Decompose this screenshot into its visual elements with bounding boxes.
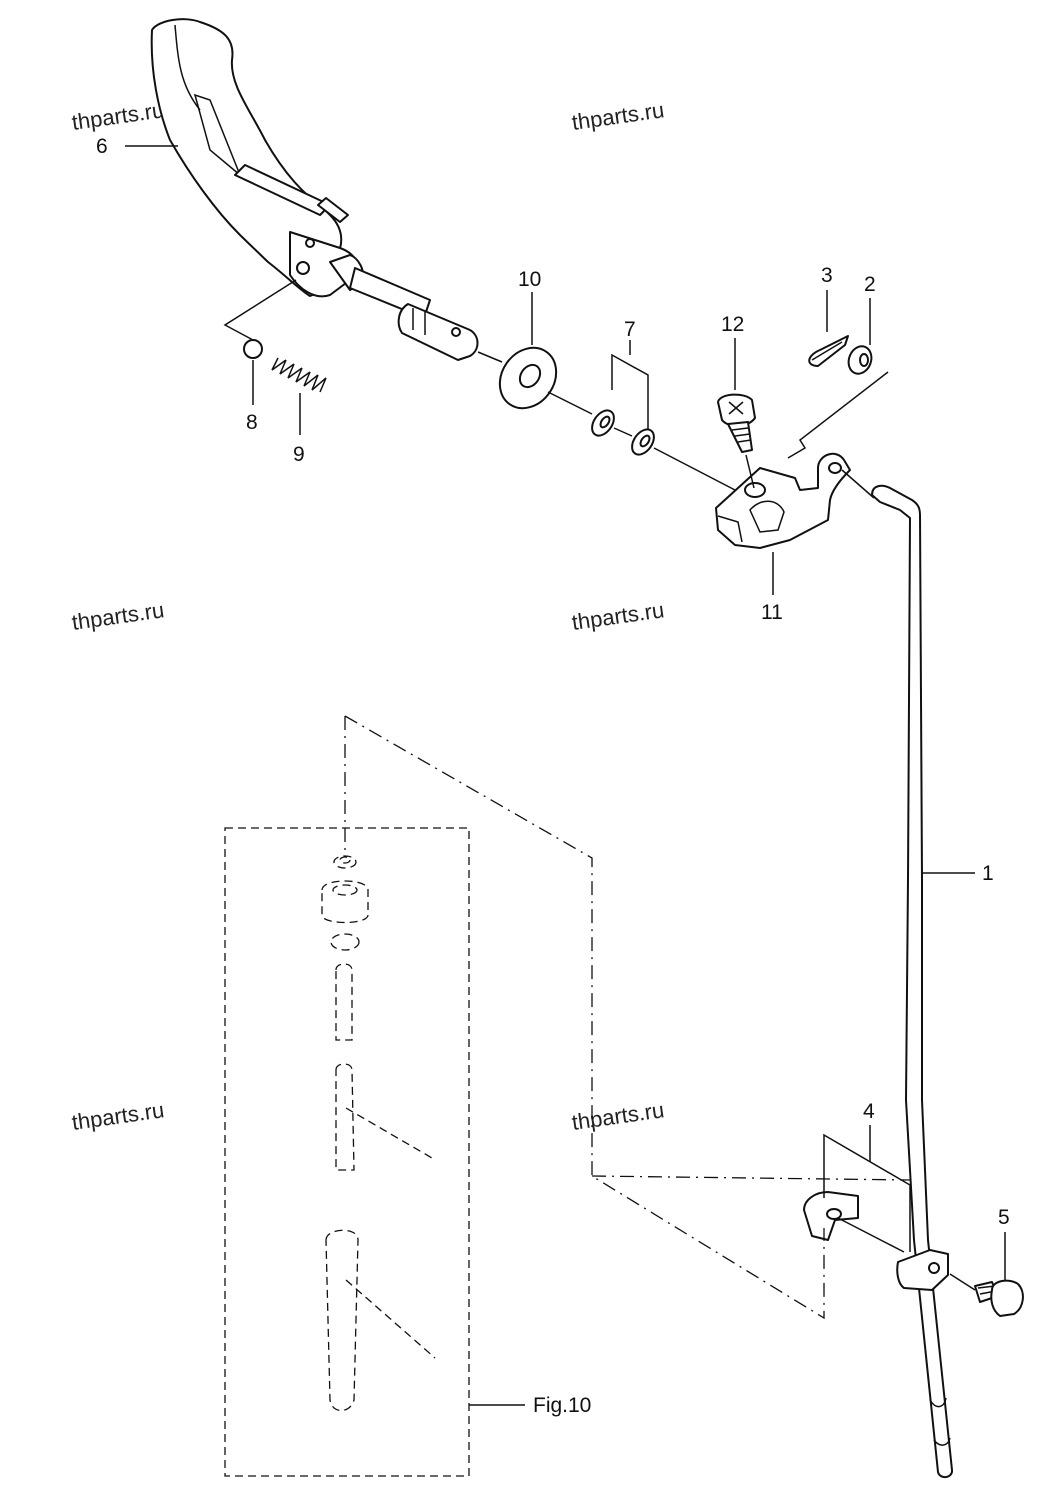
thick-washer <box>498 346 558 410</box>
watermark: thparts.ru <box>570 597 666 635</box>
assembly-lines <box>223 279 976 1320</box>
callout-leaders <box>125 145 1006 1406</box>
fig10-reference-box <box>224 827 470 1477</box>
callout-6: 6 <box>96 135 108 158</box>
small-washers <box>591 409 655 456</box>
watermark: thparts.ru <box>570 97 666 135</box>
callout-1: 1 <box>982 862 994 885</box>
rod-holder <box>803 1191 949 1291</box>
callout-10: 10 <box>518 268 541 291</box>
callout-2: 2 <box>864 273 876 296</box>
watermark: thparts.ru <box>70 1097 166 1135</box>
callout-12: 12 <box>721 313 744 336</box>
callout-5: 5 <box>998 1206 1010 1229</box>
callout-8: 8 <box>246 411 258 434</box>
bolt <box>974 1279 1024 1317</box>
callout-7: 7 <box>624 318 636 341</box>
watermark: thparts.ru <box>570 1097 666 1135</box>
detent-spring <box>271 357 327 393</box>
detent-ball <box>243 339 263 359</box>
callout-9: 9 <box>293 443 305 466</box>
shift-lever-handle <box>150 18 479 361</box>
callout-4: 4 <box>863 1100 875 1123</box>
cotter-pin <box>808 335 849 367</box>
lever-bracket <box>715 452 851 549</box>
callout-3: 3 <box>821 264 833 287</box>
watermark: thparts.ru <box>70 597 166 635</box>
callout-11: 11 <box>761 601 783 624</box>
shift-rod <box>871 484 953 1478</box>
watermark: thparts.ru <box>70 97 166 135</box>
fig10-label: Fig.10 <box>533 1394 591 1417</box>
small-washer <box>847 345 873 375</box>
screw <box>717 393 756 453</box>
